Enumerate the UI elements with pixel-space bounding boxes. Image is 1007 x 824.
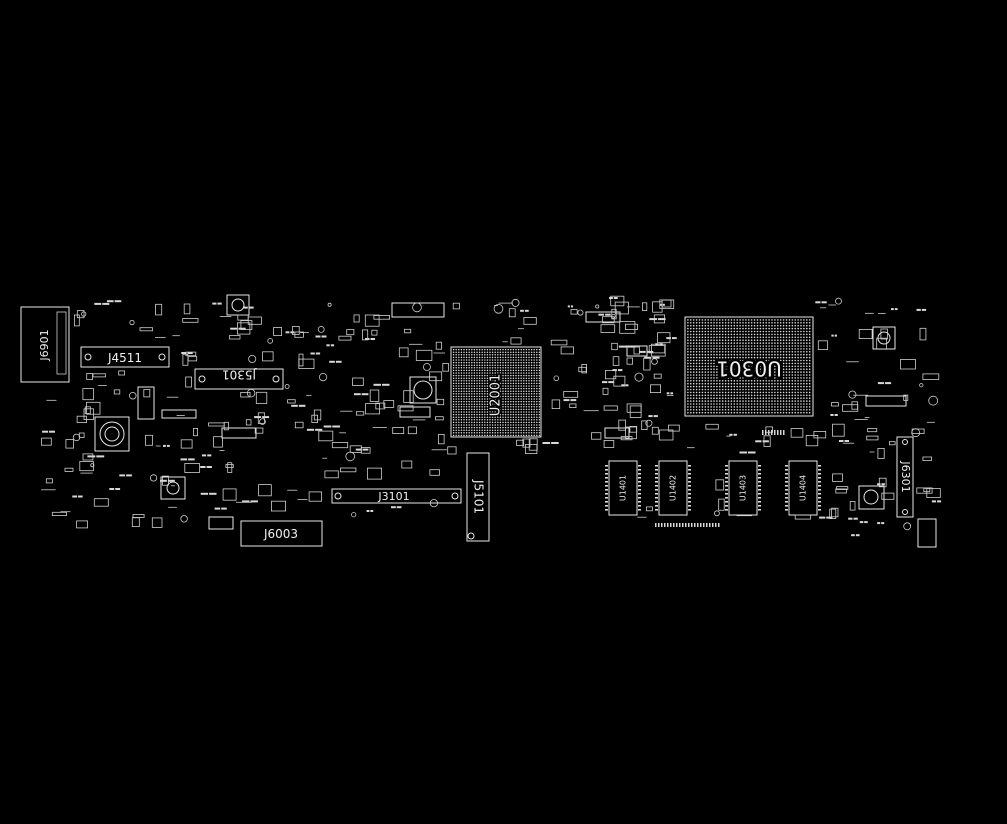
chip-u1401: U1401 <box>608 460 638 516</box>
label-u1401: U1401 <box>619 475 628 501</box>
connector-j5101: J5101 <box>466 452 490 542</box>
chip-u1402: U1402 <box>658 460 688 516</box>
connector-j6003: J6003 <box>240 520 323 547</box>
connector-j5301: J5301 <box>194 368 284 390</box>
label-j4511: J4511 <box>107 351 142 365</box>
components-small <box>41 295 942 537</box>
chip-u0301: U0301 <box>684 316 814 417</box>
connector-j6301: J6301 <box>896 436 914 518</box>
label-j6901: J6901 <box>38 329 51 361</box>
label-u1402: U1402 <box>669 475 678 501</box>
label-u2001: U2001 <box>489 374 504 417</box>
connector-j3101: J3101 <box>331 488 462 504</box>
connector-j4511: J4511 <box>80 346 170 368</box>
label-j6003: J6003 <box>263 527 298 541</box>
components-medium <box>94 294 937 548</box>
label-j5101: J5101 <box>472 479 486 514</box>
chip-u2001: U2001 <box>450 346 542 438</box>
label-j3101: J3101 <box>377 490 409 503</box>
label-u0301: U0301 <box>716 357 782 381</box>
label-j5301: J5301 <box>222 368 257 382</box>
chip-u1404: U1404 <box>788 460 818 516</box>
label-u1404: U1404 <box>799 475 808 501</box>
label-j6301: J6301 <box>899 460 912 492</box>
chip-u1403: U1403 <box>728 460 758 516</box>
connector-j6901: J6901 <box>20 306 70 383</box>
label-u1403: U1403 <box>739 475 748 501</box>
